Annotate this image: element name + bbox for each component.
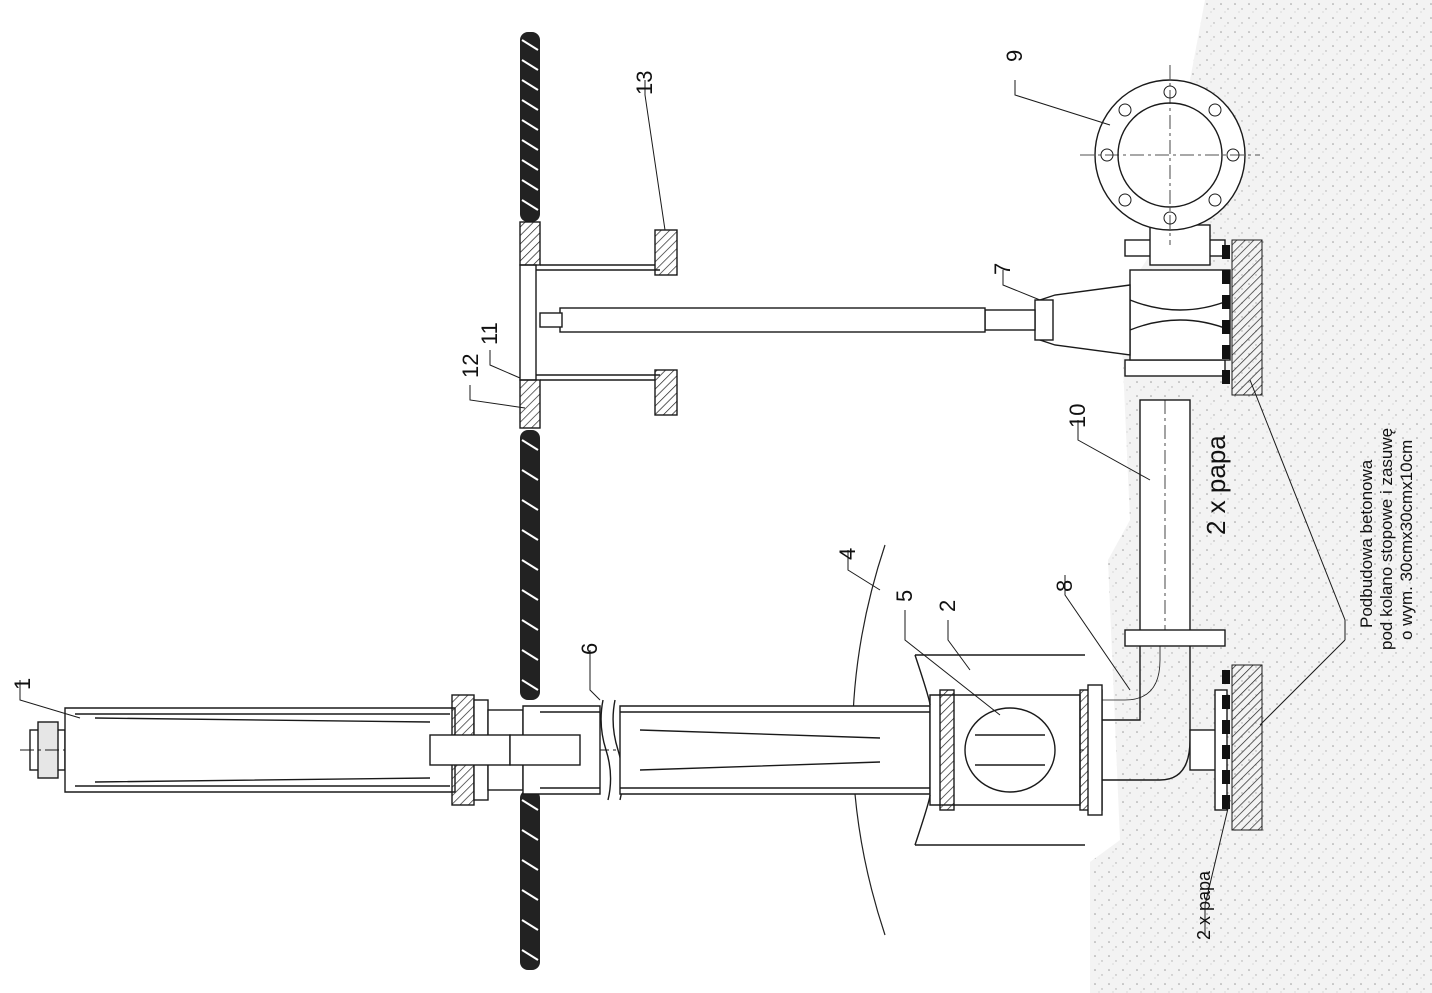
- surface-box: [519, 221, 678, 429]
- flange-bolt-holes: [1100, 85, 1240, 225]
- tar-paper-layer: [1222, 245, 1230, 809]
- hydrant-body: [20, 654, 1103, 846]
- callout-9: 9: [1002, 50, 1027, 62]
- callout-10: 10: [1065, 404, 1090, 428]
- end-flange: [1080, 65, 1260, 266]
- callout-13: 13: [632, 71, 657, 95]
- foundation-note-line2: pod kolano stopowe i zasuwę: [1377, 428, 1396, 650]
- ground-surface-texture: [521, 39, 539, 961]
- callout-2: 2: [935, 600, 960, 612]
- callout-1: 1: [10, 678, 35, 690]
- foundation-note-line1: Podbudowa betonowa: [1357, 459, 1376, 628]
- pipe-wrap-note: 2 x papa: [1201, 435, 1231, 535]
- callout-labels: 1 2 4 5 6 7 8 9 10 11 12 13: [10, 50, 1090, 690]
- ground-surface-band: [520, 32, 540, 970]
- callout-6: 6: [577, 643, 602, 655]
- leader-lines: [19, 80, 1346, 935]
- callout-7: 7: [990, 263, 1015, 275]
- base-wrap-note: 2 x papa: [1194, 870, 1214, 940]
- callout-4: 4: [835, 548, 860, 560]
- elbow-and-branch-pipe: [1102, 359, 1228, 811]
- callout-8: 8: [1052, 580, 1077, 592]
- concrete-foundation: [1231, 239, 1263, 831]
- callout-12: 12: [458, 354, 483, 378]
- annotation-notes: 2 x papa 2 x papa Podbudowa betonowa pod…: [1194, 428, 1416, 940]
- callout-5: 5: [892, 590, 917, 602]
- callout-11: 11: [477, 322, 502, 345]
- foundation-note-line3: o wym. 30cmx30cmx10cm: [1397, 440, 1416, 640]
- gate-valve: [539, 239, 1231, 361]
